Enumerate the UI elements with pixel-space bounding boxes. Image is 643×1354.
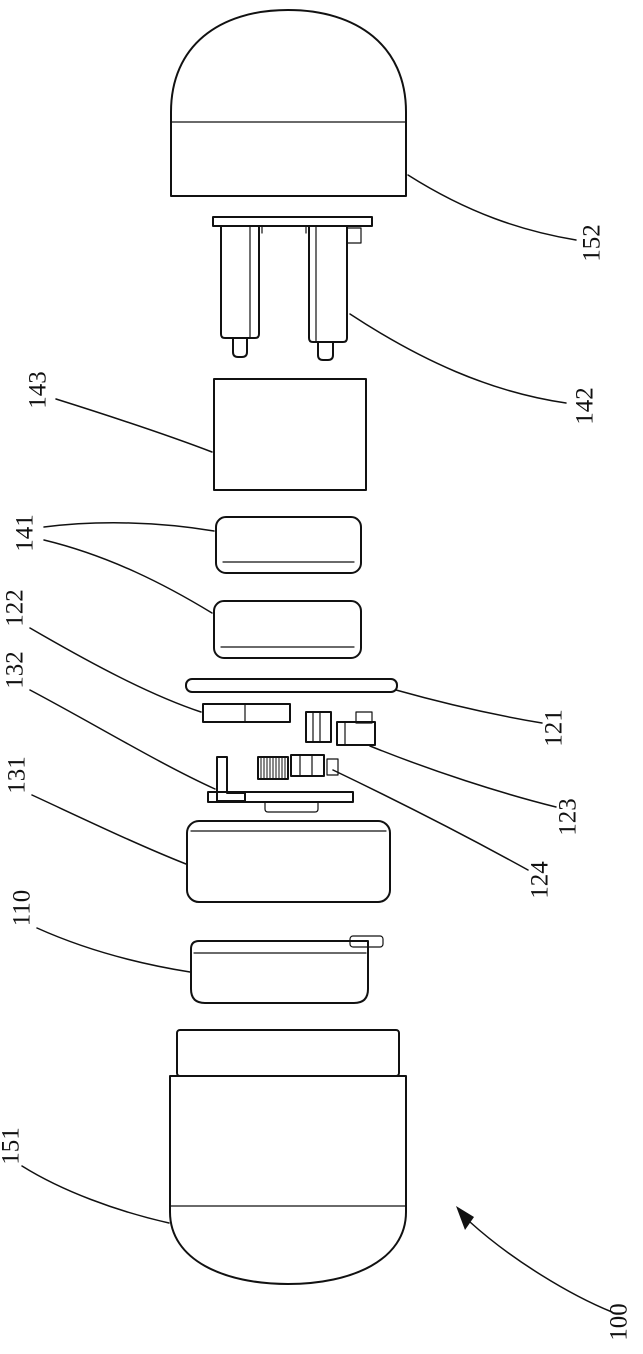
reference-arrow-100 xyxy=(456,1206,613,1313)
leader-151 xyxy=(21,1165,170,1224)
label-142: 142 xyxy=(572,387,599,425)
label-121: 121 xyxy=(541,709,568,747)
part-rounded-box xyxy=(186,820,391,903)
label-131: 131 xyxy=(4,756,31,794)
leader-122 xyxy=(29,627,202,713)
part-connector-clips xyxy=(305,711,376,746)
part-battery-2 xyxy=(213,600,362,659)
leader-121 xyxy=(395,689,543,724)
label-143: 143 xyxy=(25,371,52,409)
leader-132 xyxy=(29,689,216,790)
leader-124 xyxy=(332,769,529,871)
part-bracket xyxy=(216,756,246,802)
leader-141a xyxy=(43,522,215,532)
leader-110 xyxy=(36,927,191,973)
label-152: 152 xyxy=(579,224,606,262)
label-110: 110 xyxy=(9,890,36,927)
part-top-cap xyxy=(170,9,407,197)
label-132: 132 xyxy=(2,651,29,689)
part-battery-1 xyxy=(215,516,362,574)
part-contact-holder xyxy=(212,216,373,361)
part-tray xyxy=(190,935,384,1004)
label-141: 141 xyxy=(12,514,39,552)
part-bottom-shell xyxy=(169,1029,407,1285)
leader-123 xyxy=(369,745,557,808)
part-twin-blocks xyxy=(202,703,291,723)
label-151: 151 xyxy=(0,1127,25,1165)
leader-142 xyxy=(349,313,567,404)
part-thin-plate xyxy=(185,678,398,693)
label-124: 124 xyxy=(527,861,554,899)
part-block xyxy=(213,378,367,491)
part-circuit-board xyxy=(207,754,354,813)
leader-141b xyxy=(43,539,213,614)
leader-131 xyxy=(31,794,187,865)
label-123: 123 xyxy=(555,798,582,836)
leader-143 xyxy=(55,398,213,453)
arrowhead xyxy=(456,1206,474,1230)
hatch-texture xyxy=(260,756,286,780)
label-100: 100 xyxy=(606,1303,633,1341)
label-122: 122 xyxy=(2,589,29,627)
leader-152 xyxy=(407,174,577,241)
